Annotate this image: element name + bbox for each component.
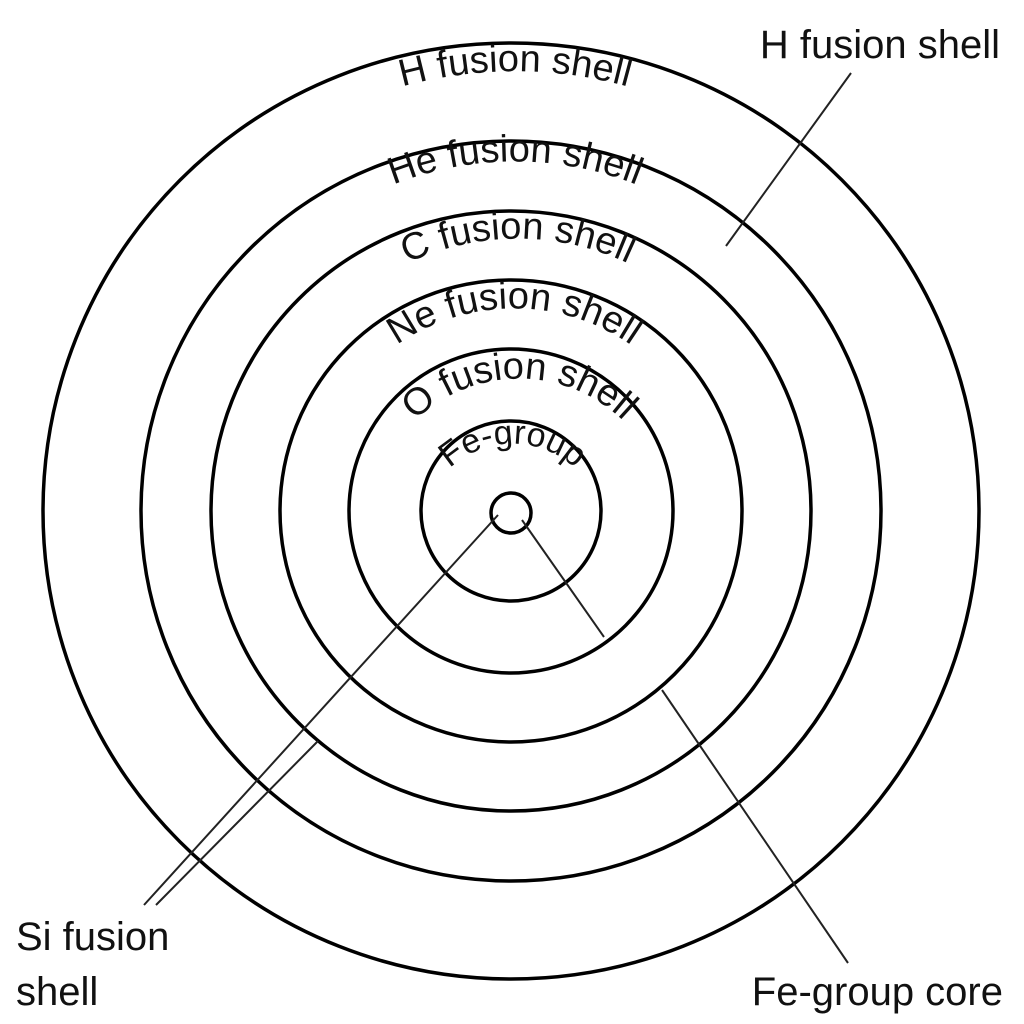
label-he-fusion-shell: He fusion shell	[382, 128, 648, 193]
callout-fe-group-core: Fe-group core	[752, 970, 1003, 1014]
callout-h-fusion-shell: H fusion shell	[760, 23, 1000, 67]
ne-shell-outer-ring	[278, 278, 744, 744]
leader-line-fe-core-a	[521, 519, 605, 638]
c-shell-outer-ring	[209, 209, 813, 813]
leader-line-si-shell-b	[155, 740, 319, 906]
leader-line-si-shell-a	[143, 514, 499, 906]
label-h-fusion-shell: H fusion shell	[394, 38, 636, 95]
fe-group-core-ring	[489, 491, 533, 535]
callout-si-fusion-shell-line2: shell	[16, 970, 98, 1014]
label-ne-fusion-shell: Ne fusion shell	[380, 275, 650, 352]
leader-line-h-shell	[725, 72, 852, 247]
callout-si-fusion-shell-line1: Si fusion	[16, 915, 169, 959]
h-shell-outer-ring	[41, 41, 981, 981]
leader-line-fe-core-b	[661, 689, 849, 964]
he-shell-outer-ring	[139, 139, 883, 883]
label-c-fusion-shell: C fusion shell	[394, 206, 641, 272]
o-shell-outer-ring	[347, 347, 675, 675]
si-shell-outer-ring	[419, 419, 603, 603]
